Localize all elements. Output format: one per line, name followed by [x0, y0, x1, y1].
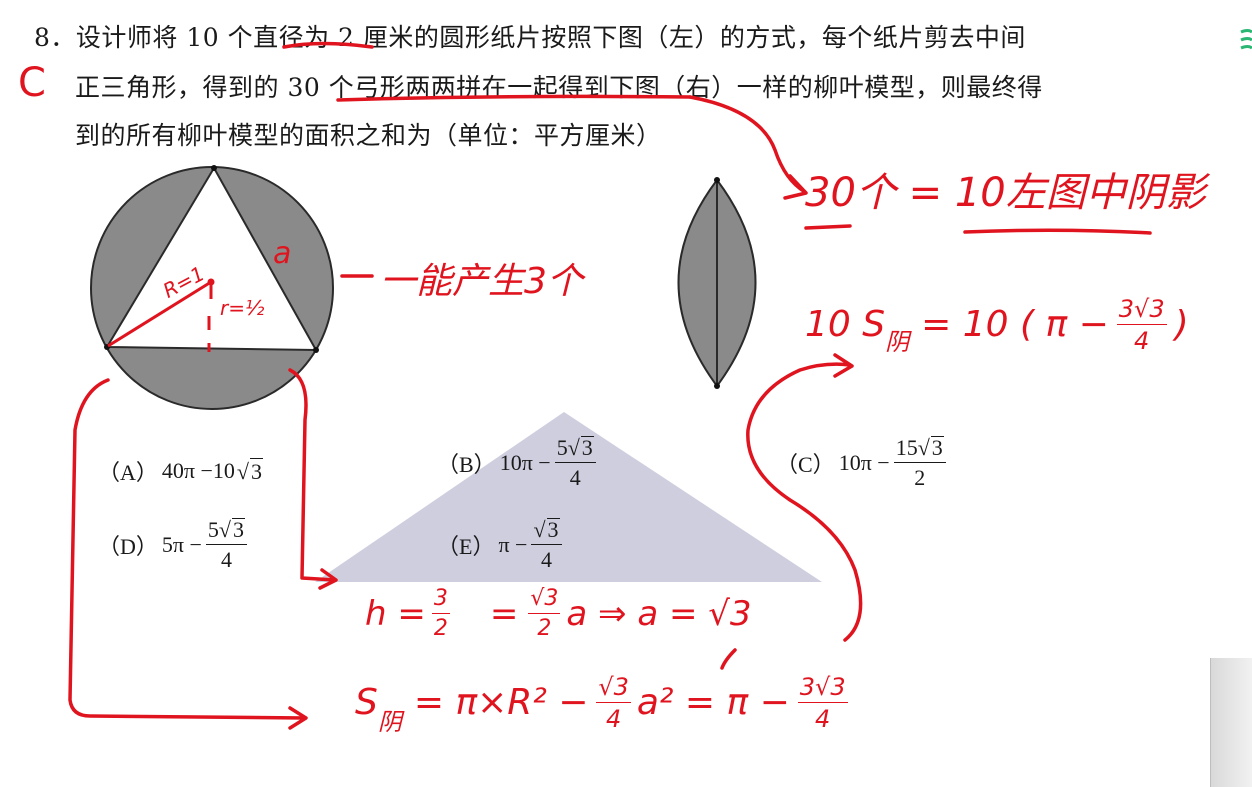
option-a-label: （A）: [98, 460, 158, 485]
option-e-lead: π −: [498, 531, 528, 557]
left-circle-figure: [90, 165, 334, 410]
option-a-expr: 40π −10: [161, 458, 235, 483]
area-frac-num: √3: [596, 672, 631, 703]
side-label-a: a: [273, 236, 292, 271]
note-one-produces-three: 一能产生3个: [380, 261, 583, 302]
note-thirty-equals: 30个 = 10左图中阴影: [805, 170, 1206, 216]
ten-s-frac: 3√3 4: [1116, 294, 1167, 355]
ten-s-close: ): [1174, 304, 1189, 345]
area-frac-den: 4: [606, 704, 622, 733]
ten-s-equation: 10 S 阴 = 10 ( π − 3√3 4 ): [805, 292, 1189, 357]
area-mid: a² = π −: [636, 682, 790, 723]
option-b-label: （B）: [437, 451, 496, 477]
ten-s-sub: 阴: [885, 328, 910, 356]
area-frac2-den: 4: [815, 704, 831, 733]
area-equation: S 阴 = π×R² − √3 4 a² = π − 3√3 4: [355, 668, 848, 737]
option-b-frac: 5√3 4: [554, 436, 596, 489]
option-d-frac: 5√3 4: [205, 518, 247, 571]
option-e-frac: √3 4: [531, 518, 562, 571]
area-frac2: 3√3 4: [797, 672, 848, 733]
height-rhs: a ⇒ a = √3: [566, 594, 752, 634]
option-d: （D） 5π − 5√3 4: [98, 518, 247, 571]
area-sub: 阴: [377, 708, 402, 736]
app-logo-icon: [1240, 29, 1252, 50]
area-eq: = π×R² −: [413, 682, 589, 723]
ten-s-frac-den: 4: [1134, 326, 1150, 355]
option-a: （A） 40π −10 √3: [98, 455, 263, 487]
overlay-triangle: [315, 412, 822, 582]
option-c-lead: 10π −: [838, 449, 890, 475]
height-equation: h = 3 2 = √3 2 a ⇒ a = √3: [365, 588, 752, 640]
height-frac2: √3 2: [528, 588, 561, 641]
height-mid: =: [489, 594, 519, 634]
option-d-label: （D）: [98, 533, 158, 559]
height-frac-num: 3: [431, 588, 450, 614]
option-e: （E） π − √3 4: [437, 518, 562, 571]
option-e-label: （E）: [437, 533, 495, 559]
problem-line-3: 到的所有柳叶模型的面积之和为（单位：平方厘米）: [75, 121, 662, 150]
height-frac2-num: √3: [528, 588, 561, 614]
height-frac-den: 2: [433, 616, 448, 641]
area-frac2-num: 3√3: [797, 672, 848, 703]
height-eq: h =: [365, 594, 426, 634]
height-frac2-den: 2: [537, 616, 552, 641]
leaf-model-figure: [677, 177, 757, 389]
area-prefix: S: [355, 682, 378, 723]
ten-s-rhs: = 10 ( π −: [921, 304, 1109, 345]
problem-line-1: 8．设计师将 10 个直径为 2 厘米的圆形纸片按照下图（左）的方式，每个纸片剪…: [34, 23, 1026, 52]
radius-label-r: r=½: [220, 296, 265, 320]
option-c-frac: 15√3 2: [893, 436, 946, 489]
option-c: （C） 10π − 15√3 2: [776, 436, 946, 489]
area-frac: √3 4: [596, 675, 631, 731]
answer-mark: C: [18, 60, 46, 106]
option-b-lead: 10π −: [499, 449, 551, 475]
option-c-label: （C）: [776, 451, 835, 477]
height-frac: 3 2: [431, 588, 450, 641]
option-b: （B） 10π − 5√3 4: [437, 436, 596, 489]
ten-s-prefix: 10 S: [805, 304, 886, 345]
option-d-lead: 5π −: [161, 531, 202, 557]
option-a-root: √3: [236, 457, 263, 484]
video-preview-thumbnail[interactable]: [1210, 658, 1252, 787]
ten-s-frac-num: 3√3: [1116, 294, 1167, 325]
